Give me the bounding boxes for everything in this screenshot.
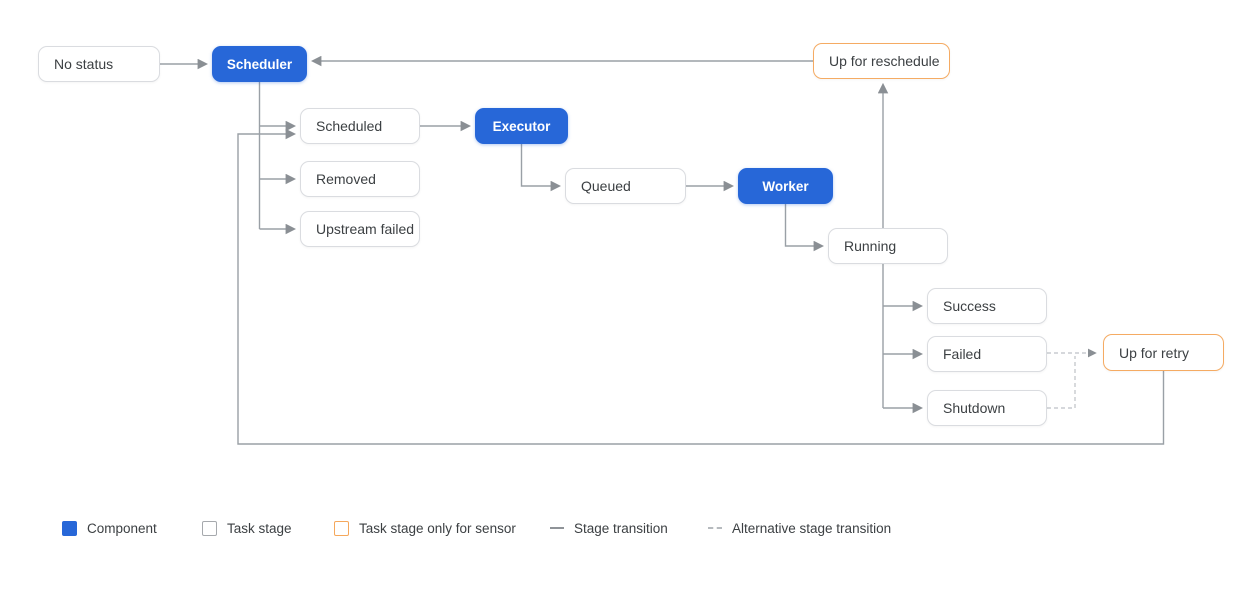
dashed-line-swatch-icon <box>708 527 722 529</box>
legend-label: Stage transition <box>574 520 668 536</box>
legend-label: Task stage <box>227 520 292 536</box>
node-failed: Failed <box>927 336 1047 372</box>
node-scheduler: Scheduler <box>212 46 307 82</box>
node-success: Success <box>927 288 1047 324</box>
legend-item-task-stage: Task stage <box>202 518 292 538</box>
legend-item-alternative-transition: Alternative stage transition <box>708 518 891 538</box>
solid-line-swatch-icon <box>550 527 564 529</box>
node-shutdown: Shutdown <box>927 390 1047 426</box>
legend-item-component: Component <box>62 518 157 538</box>
edge-executor-to-queued <box>520 144 562 192</box>
legend-item-stage-transition: Stage transition <box>550 518 668 538</box>
node-up-for-retry: Up for retry <box>1103 334 1224 371</box>
legend-label: Task stage only for sensor <box>359 520 516 536</box>
node-executor: Executor <box>475 108 568 144</box>
node-up-for-reschedule: Up for reschedule <box>813 43 950 79</box>
node-removed: Removed <box>300 161 420 197</box>
legend-label: Alternative stage transition <box>732 520 892 536</box>
sensor-stage-swatch-icon <box>334 520 349 536</box>
task-stage-swatch-icon <box>202 520 217 536</box>
node-queued: Queued <box>565 168 686 204</box>
edge-worker-to-running <box>784 204 825 252</box>
node-scheduled: Scheduled <box>300 108 420 144</box>
legend-label: Component <box>87 520 157 536</box>
node-upstream-failed: Upstream failed <box>300 211 420 247</box>
node-running: Running <box>828 228 948 264</box>
legend-item-sensor-stage: Task stage only for sensor <box>334 518 516 538</box>
node-no-status: No status <box>38 46 160 82</box>
component-swatch-icon <box>62 520 77 536</box>
edge-up-for-retry-to-scheduled-loop <box>237 128 1165 445</box>
node-worker: Worker <box>738 168 833 204</box>
edge-shutdown-to-up-for-retry-dashed <box>1047 356 1076 409</box>
